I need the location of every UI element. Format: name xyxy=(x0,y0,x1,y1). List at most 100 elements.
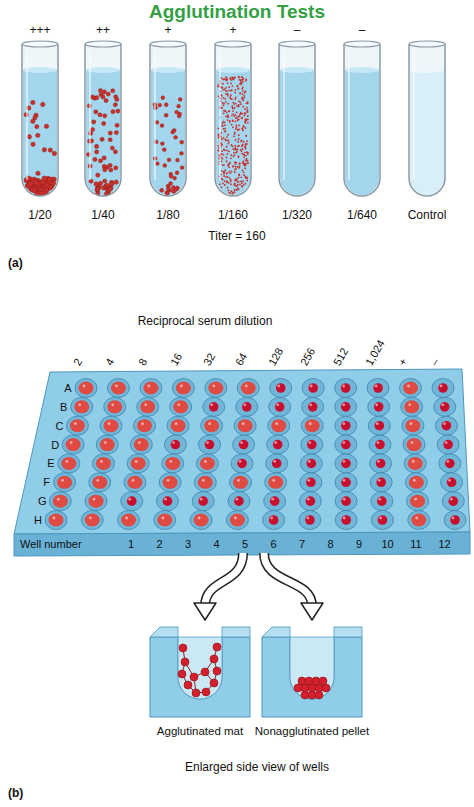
red-cell xyxy=(108,163,112,167)
red-cell xyxy=(169,182,173,186)
cell-pellet xyxy=(269,515,279,525)
red-cell xyxy=(244,113,246,115)
microtiter-well xyxy=(402,416,424,435)
well-indent xyxy=(300,454,322,473)
tube-rim xyxy=(279,41,315,47)
microtiter-well xyxy=(199,435,221,454)
cell-pellet xyxy=(448,496,458,506)
red-cell xyxy=(239,183,241,185)
well-indent xyxy=(81,511,103,530)
microtiter-well xyxy=(369,435,391,454)
microtiter-well xyxy=(371,492,393,511)
red-cell xyxy=(245,160,247,162)
red-cell xyxy=(238,77,240,79)
microtiter-well xyxy=(301,435,323,454)
well-indent xyxy=(335,397,357,416)
red-cell xyxy=(233,165,235,167)
tube-shape xyxy=(17,40,63,200)
red-cell xyxy=(223,128,225,130)
red-cell xyxy=(210,655,218,663)
red-cell xyxy=(232,77,234,79)
red-cell xyxy=(231,114,233,116)
tube-outline xyxy=(150,44,186,196)
well-indent xyxy=(301,435,323,454)
red-cell xyxy=(242,144,244,146)
microtiter-well xyxy=(434,397,456,416)
well-indent xyxy=(196,454,218,473)
red-cell xyxy=(32,188,37,193)
microtiter-well xyxy=(196,454,218,473)
microtiter-well xyxy=(140,379,162,398)
well-indent xyxy=(269,397,291,416)
red-cell xyxy=(165,191,169,195)
red-cell xyxy=(247,122,249,124)
well-highlight xyxy=(167,479,170,482)
well-highlight xyxy=(89,517,92,520)
glass-highlight xyxy=(413,50,415,180)
red-cell xyxy=(242,90,244,92)
well-indent xyxy=(190,511,212,530)
well-number: 10 xyxy=(378,537,398,551)
agglutinated-mat xyxy=(271,419,286,432)
well-indent xyxy=(192,492,214,511)
red-cell xyxy=(241,76,243,78)
microtiter-well xyxy=(162,454,184,473)
well-highlight xyxy=(53,517,56,520)
microtiter-well xyxy=(441,473,463,492)
agglutinated-mat xyxy=(204,419,219,432)
well-indent xyxy=(107,379,129,398)
well-indent xyxy=(85,492,107,511)
red-cell xyxy=(223,171,225,173)
microtiter-well xyxy=(335,416,357,435)
figure-title: Agglutination Tests xyxy=(0,1,474,23)
plate-block xyxy=(262,637,362,717)
red-cell xyxy=(240,112,242,114)
microtiter-well xyxy=(404,454,426,473)
red-cell xyxy=(217,84,219,86)
microtiter-well xyxy=(107,379,129,398)
microtiter-well xyxy=(154,511,176,530)
well-indent xyxy=(62,435,84,454)
red-cell xyxy=(226,90,228,92)
microtiter-well xyxy=(159,473,181,492)
cell-pellet xyxy=(440,402,450,412)
red-cell xyxy=(229,77,231,79)
agglutination-score: – xyxy=(319,23,405,37)
red-cell xyxy=(237,149,239,151)
well-indent xyxy=(400,379,422,398)
red-cell xyxy=(235,152,237,154)
red-cell xyxy=(227,82,229,84)
tube-glass xyxy=(409,44,445,196)
well-indent xyxy=(437,435,459,454)
red-cell xyxy=(224,180,226,182)
well-cavity xyxy=(290,637,334,699)
agglutinated-mat xyxy=(89,495,104,508)
red-cell xyxy=(111,89,115,93)
red-cell xyxy=(243,154,245,156)
red-cell xyxy=(243,171,245,173)
well-side-view: Agglutinated mat xyxy=(145,622,255,742)
well-highlight xyxy=(138,441,141,444)
red-cell xyxy=(235,117,237,119)
red-cell xyxy=(238,181,240,183)
well-highlight xyxy=(307,517,310,520)
red-cell xyxy=(98,88,102,92)
red-cell xyxy=(226,146,228,148)
agglutinated-mat xyxy=(194,514,209,527)
red-cell xyxy=(223,175,225,177)
well-highlight xyxy=(169,460,172,463)
red-cell xyxy=(222,122,224,124)
microtiter-well xyxy=(192,492,214,511)
agglutinated-mat xyxy=(137,419,152,432)
test-tube: –1/640 xyxy=(339,22,385,230)
red-cell xyxy=(241,117,243,119)
well-indent xyxy=(265,473,287,492)
cell-pellet xyxy=(341,421,351,431)
well-highlight xyxy=(202,479,205,482)
red-cell xyxy=(236,151,238,153)
well-indent xyxy=(268,416,290,435)
well-indent xyxy=(134,416,156,435)
well-indent xyxy=(49,492,71,511)
red-cell xyxy=(218,95,220,97)
agglutinated-mat xyxy=(143,382,158,395)
